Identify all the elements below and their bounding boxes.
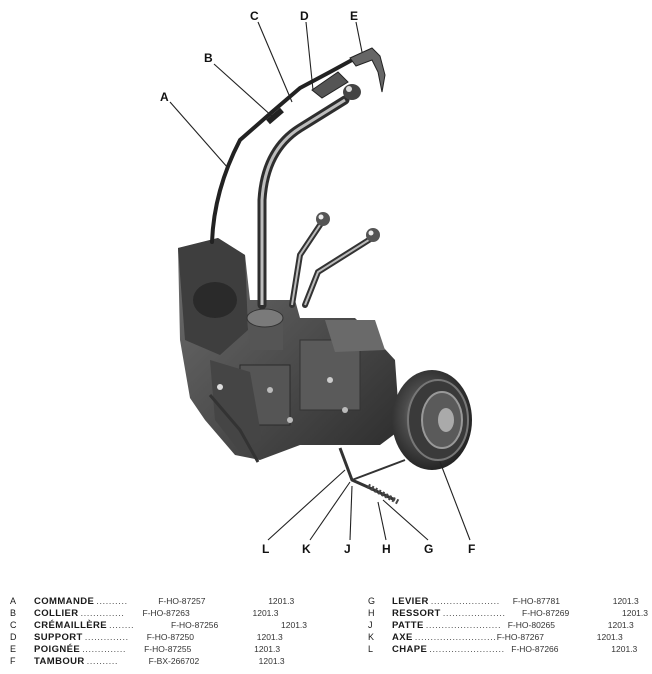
legend-part-ref: F-HO-87781 bbox=[512, 596, 560, 606]
legend-letter: E bbox=[10, 644, 17, 654]
legend-part-name: CHAPE bbox=[392, 644, 428, 655]
legend-letter: H bbox=[368, 608, 375, 618]
leader-lines bbox=[169, 21, 471, 541]
secondary-levers bbox=[289, 212, 380, 308]
legend-part-ref: F-HO-87250 bbox=[146, 632, 194, 642]
transmission-illustration: A B C D E F G H J K L bbox=[160, 9, 475, 556]
legend-letter: F bbox=[10, 656, 16, 666]
legend-code: 1201.3 bbox=[596, 632, 623, 642]
legend-dots: .............................. bbox=[414, 632, 497, 643]
legend-code: 1201.3 bbox=[281, 620, 308, 630]
legend-letter: K bbox=[368, 632, 375, 642]
legend-part-name: TAMBOUR bbox=[34, 656, 85, 667]
legend-dots: ........................ bbox=[425, 620, 502, 631]
callout-e: E bbox=[350, 9, 358, 23]
legend-part-name: POIGNÉE bbox=[34, 644, 81, 655]
legend-dots: .............. bbox=[82, 644, 127, 655]
parts-legend-right: G LEVIER ...................... F-HO-877… bbox=[368, 595, 648, 655]
legend-part-ref: F-HO-87267 bbox=[496, 632, 544, 642]
legend-row: G LEVIER ...................... F-HO-877… bbox=[368, 595, 648, 607]
legend-row: K AXE .............................. F-H… bbox=[368, 631, 648, 643]
legend-dots: .............. bbox=[80, 608, 125, 619]
callout-g: G bbox=[424, 542, 433, 556]
gearbox-housing bbox=[178, 238, 400, 460]
legend-dots: ........ bbox=[109, 620, 135, 631]
legend-part-name: COMMANDE bbox=[34, 596, 95, 607]
legend-part-name: CRÉMAILLÈRE bbox=[34, 620, 108, 631]
legend-code: 1201.3 bbox=[622, 608, 648, 618]
legend-dots: ........................ bbox=[429, 644, 505, 655]
legend-part-name: COLLIER bbox=[34, 608, 79, 619]
legend-row: A COMMANDE .......... F-HO-87257 1201.3 bbox=[10, 595, 310, 607]
legend-code: 1201.3 bbox=[258, 656, 285, 666]
legend-letter: D bbox=[10, 632, 17, 642]
legend-row: L CHAPE ........................ F-HO-87… bbox=[368, 643, 648, 655]
legend-row: B COLLIER .............. F-HO-87263 1201… bbox=[10, 607, 310, 619]
legend-code: 1201.3 bbox=[256, 632, 283, 642]
callout-h: H bbox=[382, 542, 391, 556]
legend-part-ref: F-HO-87255 bbox=[144, 644, 192, 654]
legend-dots: .......... bbox=[86, 656, 119, 667]
legend-code: 1201.3 bbox=[612, 596, 639, 606]
brake-command-cable bbox=[210, 47, 386, 244]
legend-letter: L bbox=[368, 644, 374, 654]
callout-l: L bbox=[262, 542, 269, 556]
legend-row: J PATTE ........................ F-HO-80… bbox=[368, 619, 648, 631]
callout-a: A bbox=[160, 90, 169, 104]
parts-legend-left: A COMMANDE .......... F-HO-87257 1201.3 … bbox=[10, 595, 310, 667]
legend-part-ref: F-HO-87256 bbox=[171, 620, 219, 630]
legend-letter: G bbox=[368, 596, 376, 606]
drum-assembly bbox=[392, 370, 472, 470]
legend-letter: C bbox=[10, 620, 17, 630]
legend-letter: B bbox=[10, 608, 17, 618]
legend-code: 1201.3 bbox=[268, 596, 295, 606]
lower-linkage bbox=[208, 394, 406, 505]
legend-code: 1201.3 bbox=[611, 644, 638, 654]
legend-part-ref: F-BX-266702 bbox=[148, 656, 200, 666]
legend-dots: .............. bbox=[84, 632, 129, 643]
legend-code: 1201.3 bbox=[252, 608, 279, 618]
legend-code: 1201.3 bbox=[254, 644, 281, 654]
legend-dots: ...................... bbox=[430, 596, 500, 607]
legend-part-ref: F-HO-80265 bbox=[507, 620, 555, 630]
legend-dots: .................... bbox=[442, 608, 506, 619]
legend-part-name: PATTE bbox=[392, 620, 424, 631]
legend-part-ref: F-HO-87257 bbox=[158, 596, 206, 606]
callout-f: F bbox=[468, 542, 475, 556]
legend-part-name: AXE bbox=[392, 632, 413, 643]
legend-row: F TAMBOUR .......... F-BX-266702 1201.3 bbox=[10, 655, 310, 667]
legend-part-ref: F-HO-87263 bbox=[142, 608, 190, 618]
legend-part-name: RESSORT bbox=[392, 608, 441, 619]
legend-letter: A bbox=[10, 596, 17, 606]
callout-b: B bbox=[204, 51, 213, 65]
main-lever bbox=[257, 84, 361, 310]
legend-row: D SUPPORT .............. F-HO-87250 1201… bbox=[10, 631, 310, 643]
callout-c: C bbox=[250, 9, 259, 23]
legend-letter: J bbox=[368, 620, 373, 630]
legend-part-name: SUPPORT bbox=[34, 632, 83, 643]
legend-row: H RESSORT .................... F-HO-8726… bbox=[368, 607, 648, 619]
legend-row: C CRÉMAILLÈRE ........ F-HO-87256 1201.3 bbox=[10, 619, 310, 631]
callout-k: K bbox=[302, 542, 311, 556]
legend-part-name: LEVIER bbox=[392, 596, 429, 607]
callout-d: D bbox=[300, 9, 309, 23]
legend-part-ref: F-HO-87269 bbox=[522, 608, 570, 618]
callout-j: J bbox=[344, 542, 351, 556]
legend-dots: .......... bbox=[96, 596, 128, 607]
legend-code: 1201.3 bbox=[607, 620, 634, 630]
legend-part-ref: F-HO-87266 bbox=[511, 644, 559, 654]
legend-row: E POIGNÉE .............. F-HO-87255 1201… bbox=[10, 643, 310, 655]
